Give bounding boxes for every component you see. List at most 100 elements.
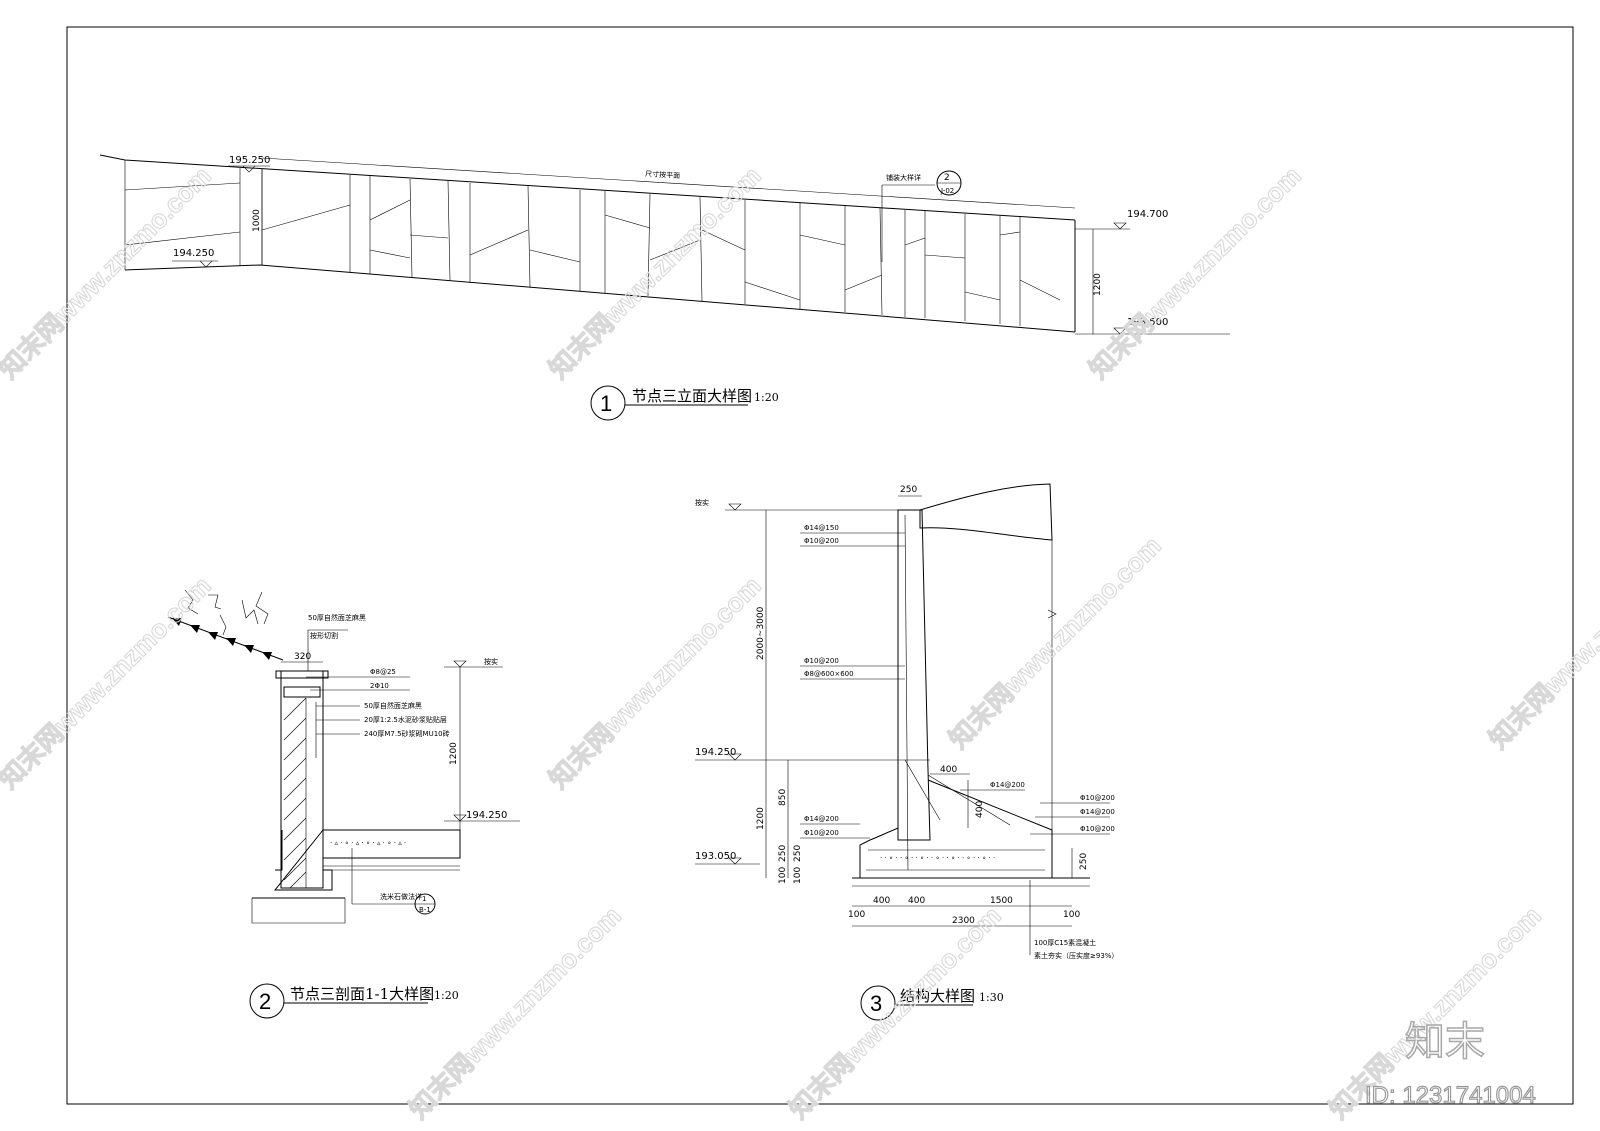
level-bottom-right: 193.500	[1127, 317, 1168, 328]
watermark-text: 知末网www.znzmo.com	[783, 900, 1007, 1124]
dim-b2: 400	[908, 896, 925, 906]
scale-1: 1:20	[754, 391, 779, 404]
title-index-2: 2	[259, 989, 271, 1014]
top-label: 按实	[484, 657, 498, 666]
dim-right: 1200	[1093, 273, 1103, 296]
drawing-1-elevation: 195.250 194.250 1000 尺寸按平面 铺装大样详 2 J-02 …	[99, 154, 1230, 421]
wall-hatch	[283, 697, 307, 889]
dim-100-l: 100	[848, 910, 865, 920]
level-marker-bottom-right	[1113, 327, 1127, 335]
plant-marks	[184, 589, 269, 636]
dim-250-a: 250	[778, 845, 788, 862]
dim-b1: 400	[873, 896, 890, 906]
soil-hatch	[919, 483, 1053, 541]
layer-2: 20厚1:2.5水泥砂浆贴贴层	[364, 715, 447, 724]
rebar-l1: Φ14@200	[804, 815, 839, 823]
dim-400-v: 400	[975, 801, 985, 818]
rebar-g: Φ14@200	[1080, 808, 1115, 816]
slope-teeth	[172, 618, 272, 660]
level-marker-bottom-left	[199, 260, 213, 268]
rebar-d: Φ8@600×600	[804, 670, 854, 678]
cap-beam	[283, 686, 321, 698]
dim-height-3: 2000~3000	[756, 606, 766, 660]
title-circle-1	[590, 385, 626, 421]
level: 194.250	[466, 810, 507, 821]
layer-3: 240厚M7.5砂浆砌MU10砖	[364, 729, 450, 738]
title-circle-3	[860, 985, 896, 1021]
watermark-logo: 知末	[1405, 1019, 1485, 1065]
title-2: 节点三剖面1-1大样图	[290, 985, 434, 1003]
title-1: 节点三立面大样图	[632, 387, 752, 405]
elevation-panel-joints	[124, 160, 1061, 326]
level-bottom-left: 194.250	[173, 248, 214, 259]
rebar-e: Φ14@200	[990, 781, 1025, 789]
title-index-1: 1	[600, 391, 612, 416]
dim-250-b: 250	[793, 845, 803, 862]
title-3: 结构大样图	[900, 987, 975, 1005]
elevation-bottom-edge	[124, 264, 1076, 333]
dim-400-h: 400	[940, 765, 957, 775]
level-low: 193.050	[695, 851, 736, 862]
scale-2: 1:20	[434, 989, 459, 1002]
cap-note-1: 50厚自然面芝麻黑	[308, 613, 366, 622]
dim-850: 850	[778, 789, 788, 806]
note-base-2: 素土夯实（压实度≥93%）	[1034, 951, 1118, 960]
level-mid: 194.250	[695, 747, 736, 758]
svg-text:· · ∘ · · ∘ · · ∘ · · ∘ · · ∘: · · ∘ · · ∘ · · ∘ · · ∘ · · ∘ · · ∘ · · …	[880, 854, 995, 862]
note-base-1: 100厚C15素混凝土	[1034, 938, 1096, 947]
drawing-3-structure: · · ∘ · · ∘ · · ∘ · · ∘ · · ∘ · · ∘ · · …	[695, 483, 1118, 1021]
sheet-border	[66, 26, 1574, 1105]
dim-top: 250	[900, 485, 917, 495]
level-marker-top-right	[1113, 222, 1127, 230]
svg-text:· ▵ · ∘ · ▵ · ∘ · ▵ · ∘ · ▵ ·: · ▵ · ∘ · ▵ · ∘ · ▵ · ∘ · ▵ ·	[330, 839, 406, 847]
watermark-text: 知末网www.znzmo.com	[0, 570, 217, 794]
note-top: 尺寸按平面	[645, 169, 680, 180]
dim-250-r: 250	[1079, 853, 1089, 870]
note-pebble: 洗米石做法详	[380, 892, 422, 901]
dim-left: 1000	[252, 209, 262, 232]
rebar-1: Φ8@25	[370, 668, 396, 676]
watermark-text: 知末网www.znzmo.com	[403, 900, 627, 1124]
drawing-2-section: · ▵ · ∘ · ▵ · ∘ · ▵ · ∘ · ▵ · 50厚自然面芝麻黑 …	[167, 589, 520, 1019]
dim-b3: 1500	[990, 896, 1013, 906]
watermark-text: 知末网www.znzmo.com	[1083, 160, 1307, 384]
rebar-a: Φ14@150	[804, 524, 839, 532]
rebar-f: Φ10@200	[1080, 794, 1115, 802]
watermark-text: 知末网www.znzmo.com	[543, 570, 767, 794]
rebar-line	[904, 514, 909, 871]
dim-line-top	[261, 157, 1076, 209]
top-label-3: 按实	[695, 498, 709, 507]
retaining-base	[859, 779, 1053, 879]
level-top-left: 195.250	[229, 155, 270, 166]
ref-sheet: J-02	[940, 187, 954, 195]
watermark-text: 知末网www.znzmo.com	[0, 160, 217, 384]
dim-1200: 1200	[756, 807, 766, 830]
title-index-3: 3	[870, 991, 882, 1016]
pebble-ref-num: 1	[422, 895, 426, 903]
watermark-text: 知末网www.znzmo.com	[943, 530, 1167, 754]
watermark-text: 知末网www.znzmo.com	[1483, 530, 1600, 754]
cap-note-2: 按形切割	[310, 631, 338, 640]
dim-height: 1200	[449, 742, 459, 765]
note-ref: 铺装大样详	[886, 173, 921, 182]
dim-100-a: 100	[778, 867, 788, 884]
rebar-2: 2Φ10	[370, 682, 389, 690]
level-top-right: 194.700	[1127, 209, 1168, 220]
watermark-text: 知末网www.znzmo.com	[543, 160, 767, 384]
ref-num: 2	[944, 173, 950, 183]
title-circle-2	[249, 983, 285, 1019]
dim-width: 320	[294, 652, 311, 662]
rebar-b: Φ10@200	[804, 537, 839, 545]
rebar-c: Φ10@200	[804, 657, 839, 665]
pebble-ref-sheet: B-1	[419, 906, 431, 914]
dim-total: 2300	[952, 916, 975, 926]
scale-3: 1:30	[979, 991, 1004, 1004]
dim-100-r: 100	[1063, 910, 1080, 920]
pebble-slab	[322, 829, 461, 859]
layer-1: 50厚自然面芝麻黑	[364, 701, 422, 710]
footing	[273, 828, 333, 891]
rebar-h: Φ10@200	[1080, 825, 1115, 833]
wall-cap	[275, 670, 329, 679]
footing-gravel	[251, 898, 346, 924]
